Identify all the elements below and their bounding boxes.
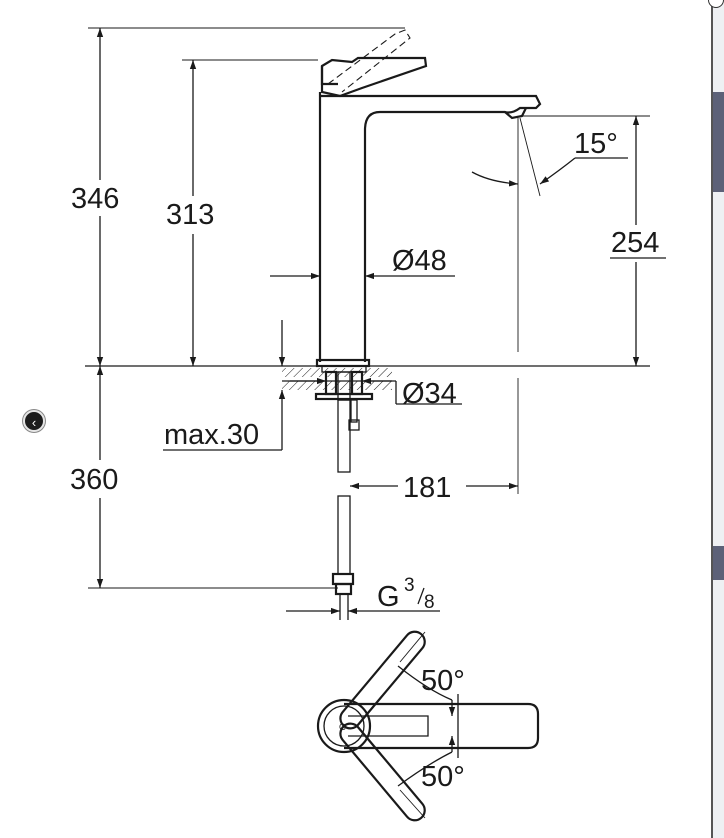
dimension-lines	[96, 28, 666, 615]
dim-diameter-48: Ø48	[392, 245, 447, 277]
dim-max-30: max.30	[164, 419, 259, 451]
lever-open-position	[327, 29, 411, 93]
dim-360: 360	[70, 464, 118, 496]
faucet-body	[315, 56, 542, 368]
strip-block-top	[713, 92, 724, 192]
strip-block-bottom	[713, 546, 724, 580]
extension-lines	[88, 27, 650, 589]
countertop	[85, 365, 650, 390]
dim-313: 313	[166, 199, 214, 231]
dim-15-degree: 15°	[574, 128, 618, 160]
dim-lever-angle-top: 50°	[421, 665, 465, 697]
dim-lever-angle-bottom: 50°	[421, 761, 465, 793]
dim-181: 181	[403, 472, 451, 504]
svg-text:G: G	[339, 722, 346, 732]
dim-diameter-34: Ø34	[402, 378, 457, 410]
chevron-left-icon[interactable]: ‹	[23, 410, 45, 432]
right-page-strip	[711, 0, 724, 838]
dim-346: 346	[71, 183, 119, 215]
top-view: G	[316, 630, 540, 822]
dim-thread-g: G	[377, 581, 400, 613]
dim-thread-numerator: 3	[404, 575, 415, 596]
mounting-assembly	[314, 365, 374, 620]
dim-thread-denominator: 8	[424, 592, 435, 613]
dim-254: 254	[611, 227, 659, 259]
